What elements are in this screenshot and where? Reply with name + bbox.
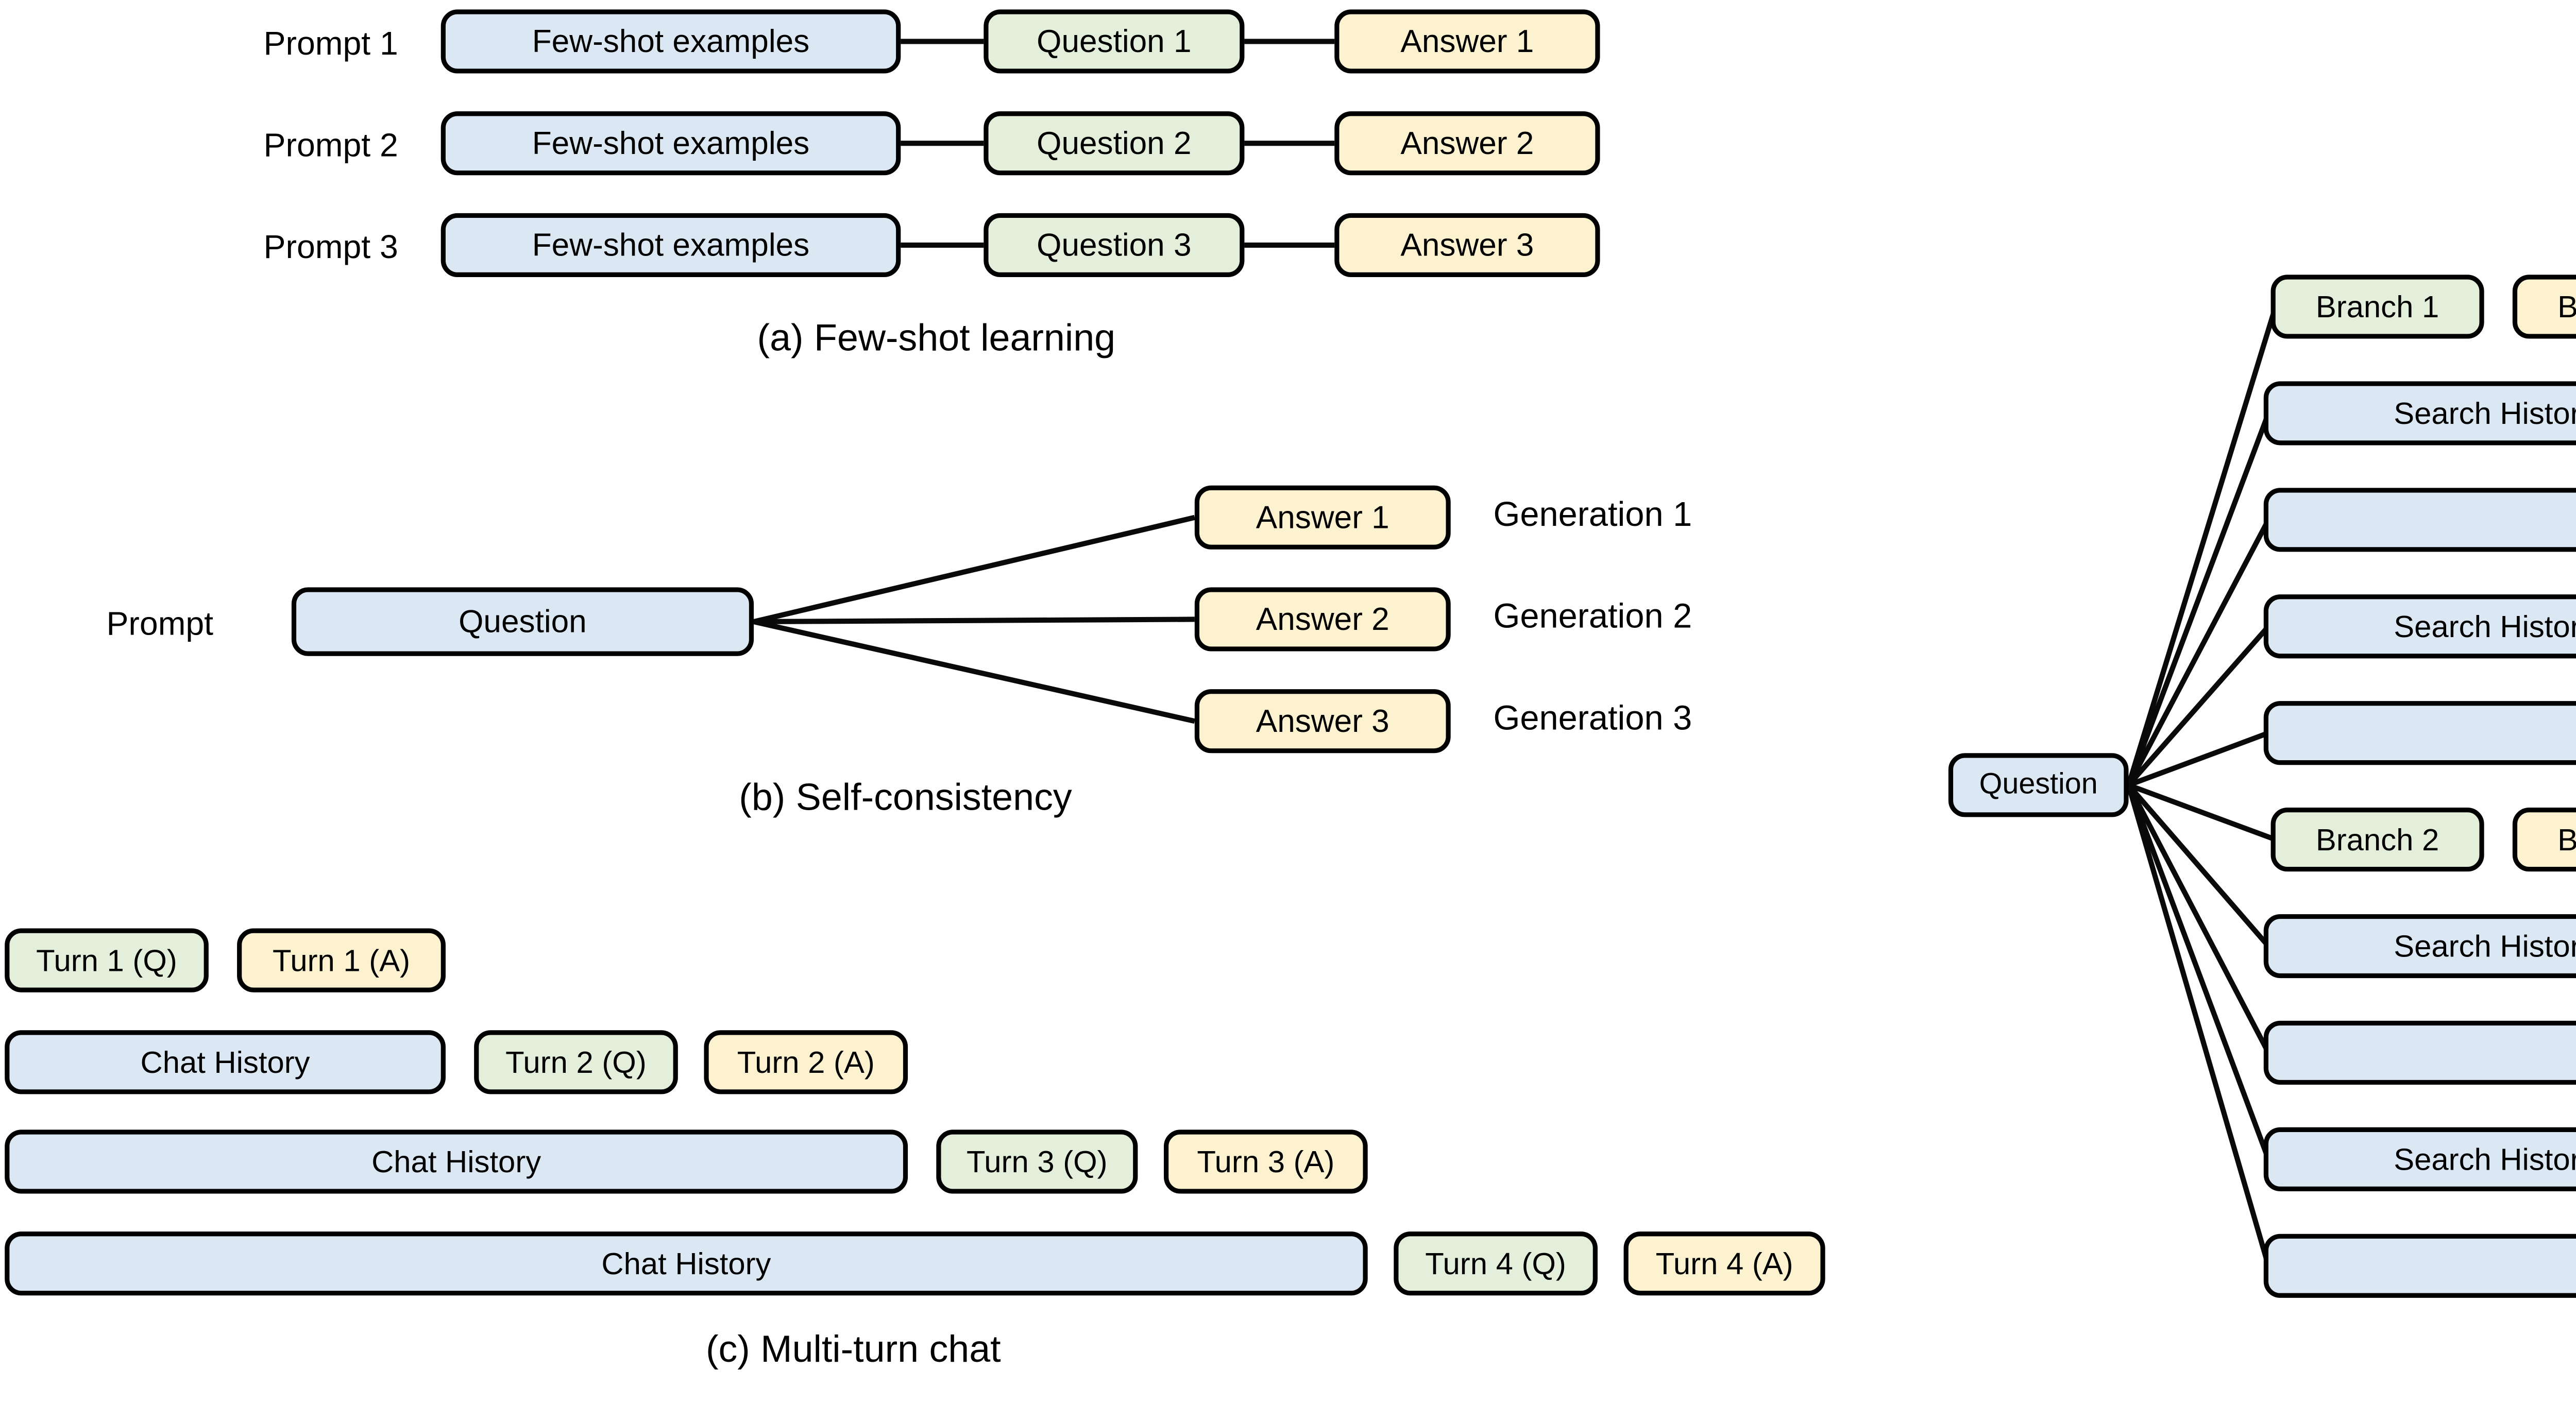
box-question-2: Question 2 [984, 111, 1245, 176]
caption-few-shot-learning: (a) Few-shot learning [757, 319, 1116, 360]
connector-line [2126, 784, 2271, 1160]
box-question-root: Question [1948, 753, 2129, 817]
prompt-label: Prompt [106, 603, 214, 641]
box-question-3: Question 3 [984, 213, 1245, 278]
box-search-history: Search History [2263, 381, 2576, 446]
box-answer-1: Answer 1 [1334, 9, 1600, 74]
box-few-shot-examples: Few-shot examples [440, 213, 901, 278]
box-search-history: Search History [2263, 594, 2576, 659]
box-turn-2-q: Turn 2 (Q) [474, 1029, 678, 1093]
box-answer-1: Answer 1 [1194, 485, 1451, 550]
box-answer-2: Answer 2 [1194, 587, 1451, 652]
box-branch-2: Branch 2 [2270, 808, 2484, 872]
connector-line [2126, 412, 2271, 786]
connector-line [2127, 782, 2277, 842]
connector-line [2126, 784, 2271, 1267]
box-question: Question [291, 587, 754, 656]
connector-line [2126, 624, 2270, 787]
caption-self-consistency: (b) Self-consistency [739, 779, 1072, 820]
box-turn-1-q: Turn 1 (Q) [5, 928, 209, 992]
box-few-shot-examples: Few-shot examples [440, 9, 901, 74]
box-turn-3-q: Turn 3 (Q) [936, 1129, 1138, 1194]
prompt-row-label: Prompt 2 [263, 124, 398, 162]
connector-line [753, 619, 1195, 724]
caption-multi-turn-chat: (c) Multi-turn chat [705, 1331, 1001, 1372]
box-chat-history: Chat History [5, 1230, 1368, 1294]
box-few-shot-examples: Few-shot examples [440, 111, 901, 176]
box-branch-2: Branch 2 [2512, 808, 2576, 872]
box-search-history: Search History [2263, 1234, 2576, 1298]
generation-label: Generation 2 [1493, 600, 1692, 638]
box-chat-history: Chat History [5, 1129, 908, 1194]
generation-label: Generation 1 [1493, 498, 1692, 536]
box-search-history: Search History [2263, 1127, 2576, 1191]
box-answer-3: Answer 3 [1194, 689, 1451, 754]
box-search-history: Search History [2263, 914, 2576, 979]
connector-line [2126, 305, 2278, 786]
connector-line [2126, 518, 2271, 786]
box-answer-3: Answer 3 [1334, 213, 1600, 278]
box-search-history: Search History [2263, 1020, 2576, 1085]
box-search-history: Search History [2263, 701, 2576, 765]
connector-line [754, 617, 1195, 625]
box-question-1: Question 1 [984, 9, 1245, 74]
box-turn-4-a: Turn 4 (A) [1623, 1230, 1825, 1294]
connector-line [2126, 783, 2270, 948]
box-search-history: Search History [2263, 488, 2576, 552]
box-answer-2: Answer 2 [1334, 111, 1600, 176]
box-chat-history: Chat History [5, 1029, 446, 1093]
connector-line [2127, 730, 2269, 788]
prompt-row-label: Prompt 1 [263, 22, 398, 61]
box-turn-1-a: Turn 1 (A) [237, 928, 446, 992]
connector-line [2126, 783, 2271, 1054]
prompt-row-label: Prompt 3 [263, 226, 398, 264]
box-turn-4-q: Turn 4 (Q) [1394, 1230, 1598, 1294]
connector-line [753, 515, 1195, 624]
box-turn-3-a: Turn 3 (A) [1163, 1129, 1368, 1194]
box-branch-1: Branch 1 [2270, 275, 2484, 339]
box-turn-2-a: Turn 2 (A) [704, 1029, 908, 1093]
generation-label: Generation 3 [1493, 701, 1692, 740]
box-branch-1: Branch 1 [2512, 275, 2576, 339]
